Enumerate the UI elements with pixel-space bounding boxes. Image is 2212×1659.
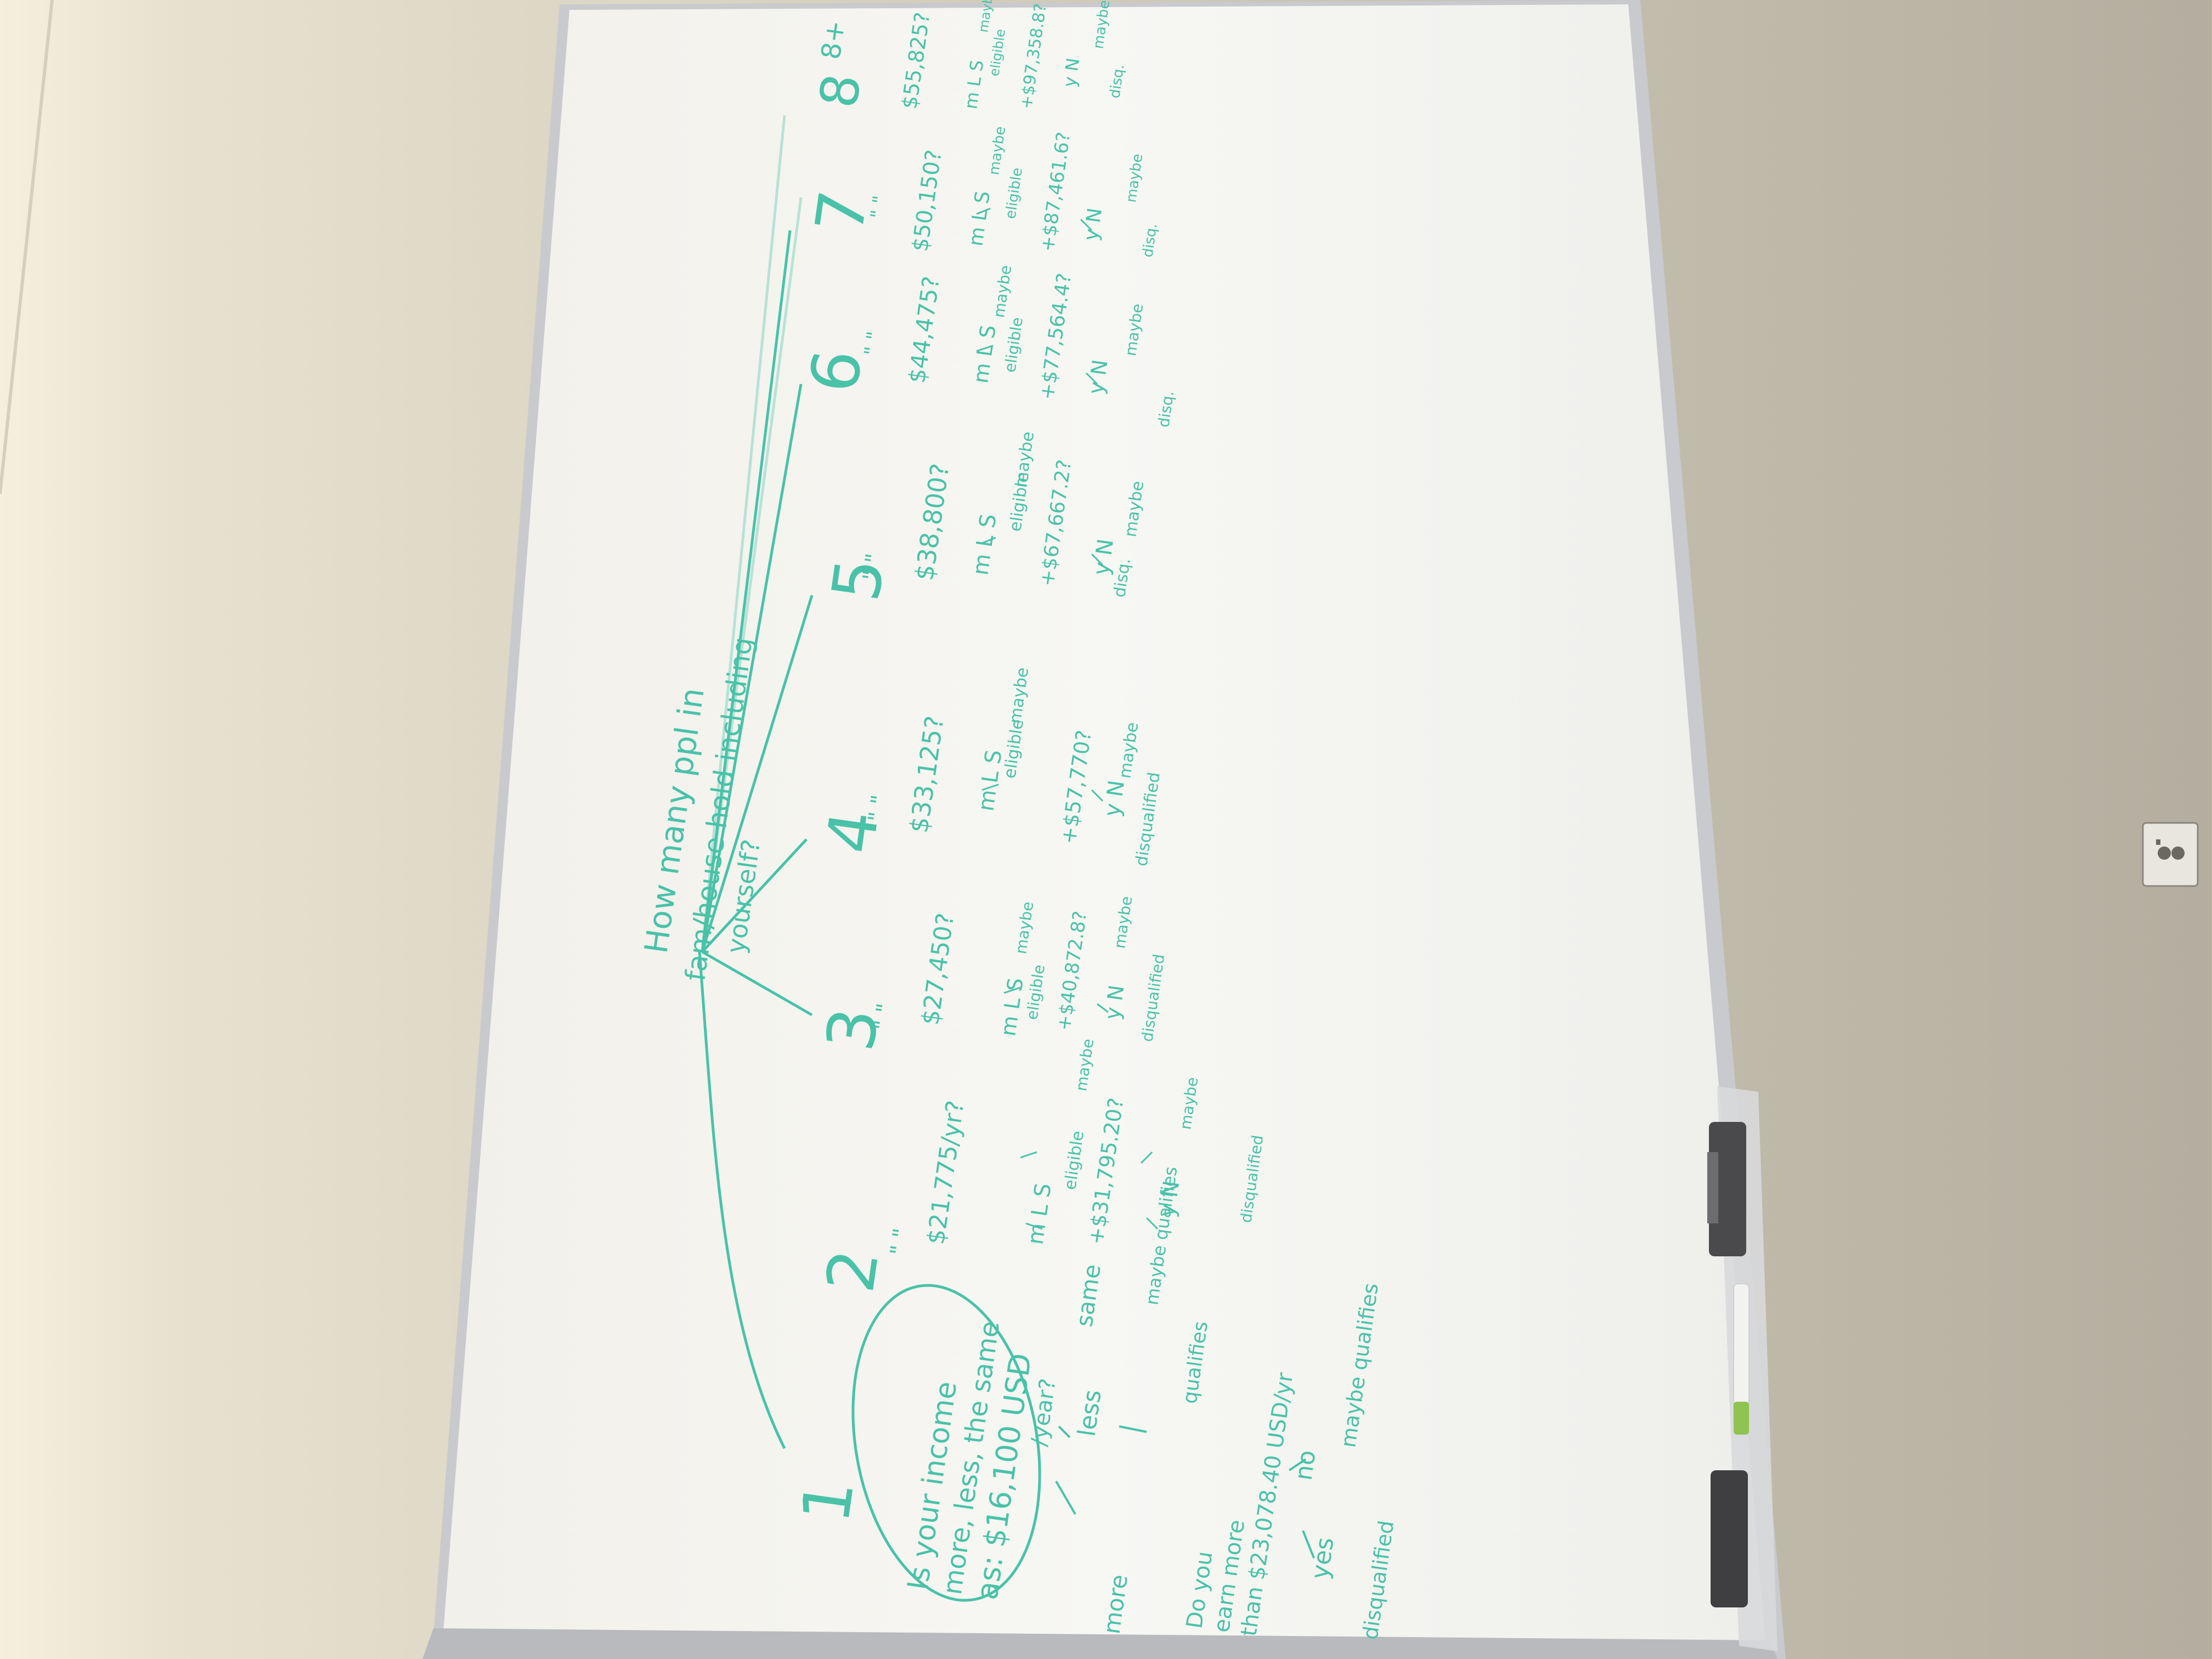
col4-yn: y N	[1099, 778, 1130, 818]
col2-yn: y N	[1154, 1179, 1184, 1218]
whiteboard-surface	[443, 4, 1765, 1643]
col7-yn: y N	[1080, 206, 1107, 242]
col5-ditto: " "	[858, 552, 887, 582]
size-8plus: 8+	[815, 19, 851, 61]
prompt-circle	[851, 1284, 1041, 1602]
wall-corner-edge	[0, 0, 54, 494]
electrical-outlet	[2142, 822, 2199, 887]
option-less: less	[1073, 1388, 1107, 1438]
tree-branches	[698, 115, 814, 1449]
col7-ditto: " "	[866, 194, 891, 220]
col2-ditto: " "	[885, 1227, 914, 1257]
eraser-2[interactable]	[1711, 1470, 1748, 1607]
col3-ditto: " "	[869, 1002, 898, 1032]
answer-no: no	[1289, 1448, 1321, 1482]
marker-1-cap	[1734, 1402, 1749, 1435]
col8-yn: y N	[1059, 57, 1084, 88]
col3-yn: y N	[1100, 984, 1128, 1022]
branch-1-strokes	[1055, 1425, 1315, 1559]
col6-yn: y N	[1084, 358, 1112, 396]
whiteboard-bottom-rail	[422, 1628, 1778, 1659]
column-connectors	[976, 207, 1159, 1230]
answer-yes: yes	[1306, 1536, 1339, 1581]
household-size-labels: 1 2 3 4 5 6 7 8 8+	[788, 19, 899, 1527]
col4-ditto: " "	[864, 793, 892, 823]
col6-ditto: " "	[860, 330, 886, 357]
eraser-1-felt	[1707, 1152, 1718, 1223]
